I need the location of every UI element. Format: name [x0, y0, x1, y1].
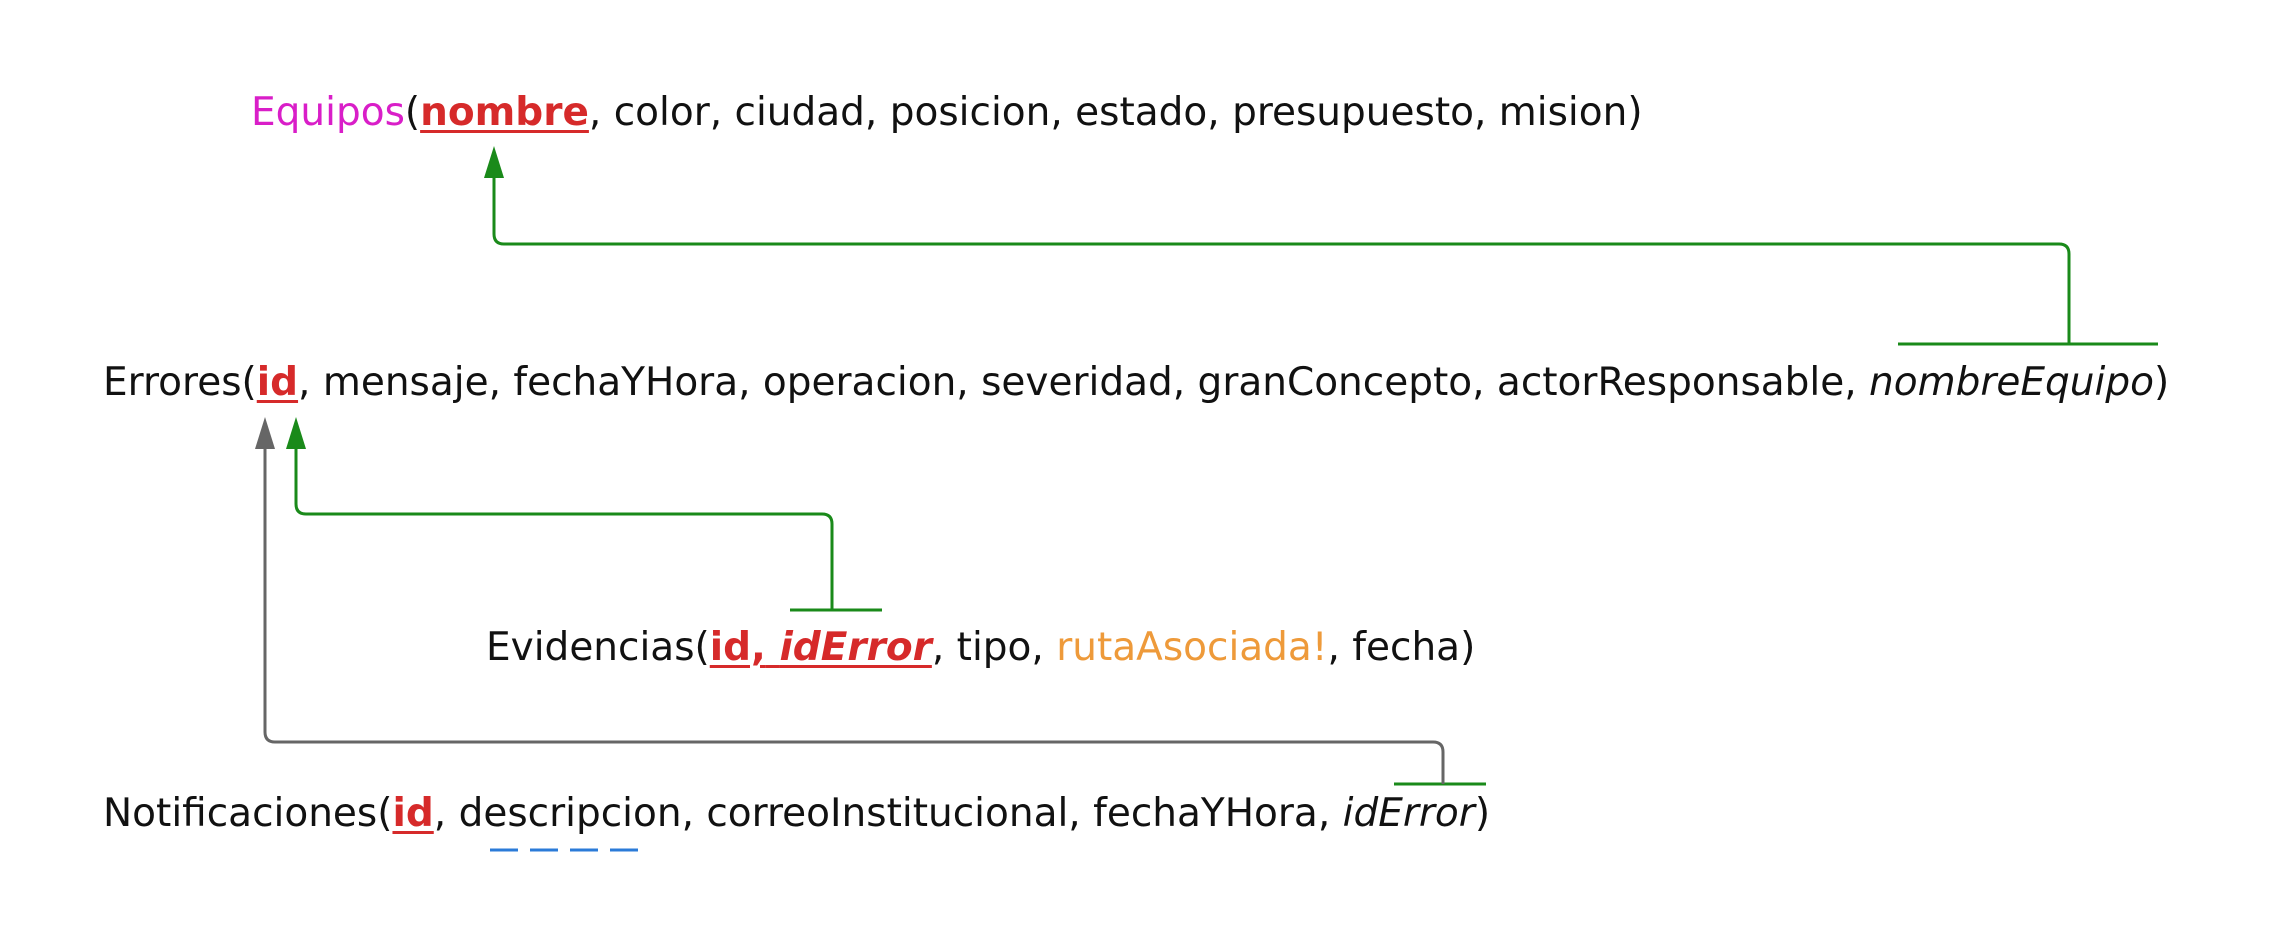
fk-arrow-nombreEquipo-to-nombre	[484, 146, 2158, 346]
close-paren: )	[1474, 791, 1491, 836]
open-paren: (	[377, 791, 393, 836]
primary-key: nombre	[420, 90, 589, 135]
separator: ,	[433, 791, 459, 836]
fk-line-nombreEquipo	[492, 175, 2071, 344]
relation-errores: Errores(id, mensaje, fechaYHora, operaci…	[103, 359, 2169, 407]
open-paren: (	[404, 90, 421, 135]
attribute-list: , mensaje, fechaYHora, operacion, severi…	[298, 360, 1870, 405]
relation-name: Notificaciones	[103, 791, 378, 836]
attribute-list: , correoInstitucional, fechaYHora,	[681, 791, 1343, 836]
arrowhead-errores-id-gray	[255, 417, 275, 449]
close-paren: )	[1460, 625, 1476, 670]
foreign-key: nombreEquipo	[1869, 360, 2154, 405]
relation-name: Equipos	[251, 90, 405, 135]
fk-arrow-idError-evidencias-to-errores-id	[286, 417, 882, 612]
fk-line-evidencias	[294, 445, 834, 610]
relation-name: Errores	[103, 360, 242, 405]
open-paren: (	[694, 625, 710, 670]
relation-evidencias: Evidencias(id, idError, tipo, rutaAsocia…	[486, 624, 1475, 672]
relation-notificaciones: Notificaciones(id, descripcion, correoIn…	[103, 790, 1490, 838]
arrowhead-nombre	[484, 146, 504, 178]
attribute-list-2: , fecha	[1327, 625, 1461, 670]
primary-key: id	[256, 360, 299, 405]
attribute-list-1: , tipo,	[931, 625, 1057, 670]
multivalued-attribute: descripcion	[458, 791, 682, 836]
attribute-list: , color, ciudad, posicion, estado, presu…	[588, 90, 1628, 135]
fk-arrow-idError-notificaciones-to-errores-id	[255, 417, 1486, 786]
arrowhead-errores-id-green	[286, 417, 306, 449]
relation-equipos: Equipos(nombre, color, ciudad, posicion,…	[251, 89, 1643, 137]
primary-key: id	[392, 791, 434, 836]
fk-line-notificaciones	[263, 447, 1445, 784]
foreign-key: idError	[1342, 791, 1475, 836]
close-paren: )	[2153, 360, 2170, 405]
relation-name: Evidencias	[486, 625, 695, 670]
primary-key-id: id,	[709, 625, 766, 670]
primary-foreign-key-idError: idError	[779, 625, 932, 670]
derived-attribute: rutaAsociada!	[1056, 625, 1328, 670]
open-paren: (	[241, 360, 257, 405]
close-paren: )	[1627, 90, 1643, 135]
